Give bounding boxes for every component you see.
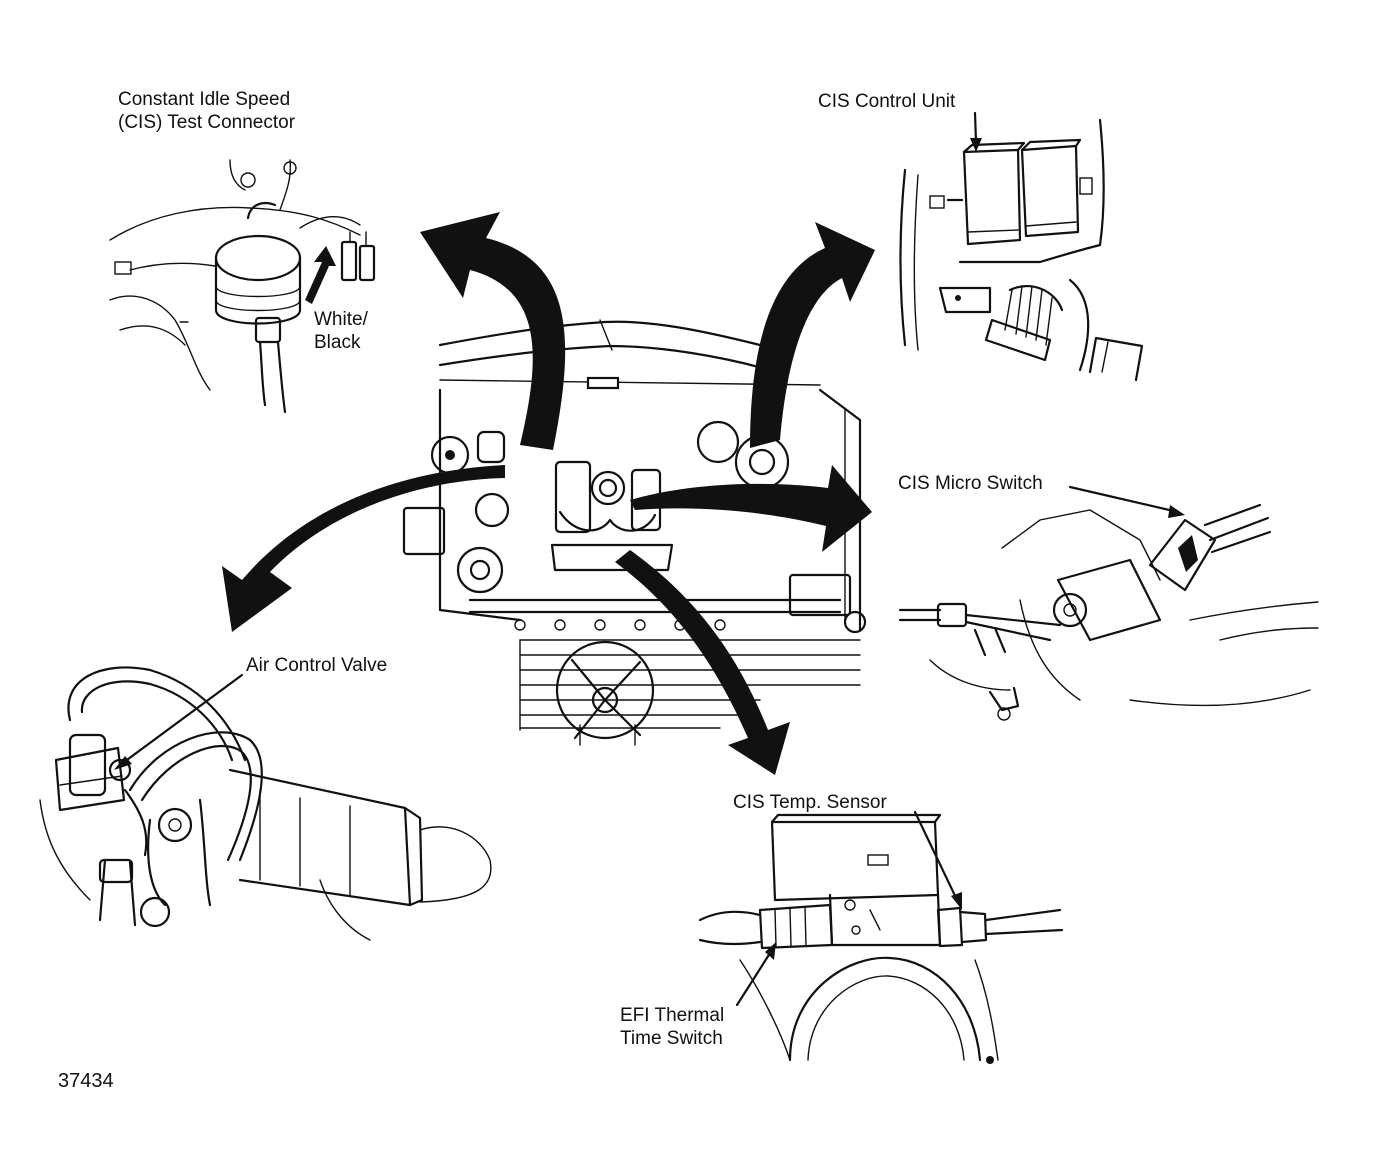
engine-bay-illustration (402, 319, 867, 746)
white-black-wire-label-line2: Black (314, 332, 361, 353)
cis-micro-switch-label: CIS Micro Switch (898, 473, 1043, 494)
air-control-valve-label: Air Control Valve (246, 655, 388, 676)
cis-test-connector-inset (109, 159, 376, 414)
figure-number: 37434 (58, 1070, 114, 1092)
cis-test-connector-label-line1: Constant Idle Speed (118, 89, 291, 110)
efi-thermal-time-switch-label-line2: Time Switch (620, 1028, 723, 1049)
cis-temp-sensor-inset (698, 810, 1064, 1064)
white-black-wire-label-line1: White/ (314, 309, 368, 330)
cis-temp-sensor-label: CIS Temp. Sensor (733, 792, 887, 813)
cis-test-connector-label-line2: (CIS) Test Connector (118, 112, 296, 133)
cis-micro-switch-inset (898, 485, 1319, 721)
cis-control-unit-inset (899, 111, 1144, 382)
efi-thermal-time-switch-label-line1: EFI Thermal (620, 1005, 725, 1026)
air-control-valve-inset (39, 666, 492, 941)
cis-control-unit-label: CIS Control Unit (818, 91, 956, 112)
pointer-arrows (222, 212, 875, 775)
